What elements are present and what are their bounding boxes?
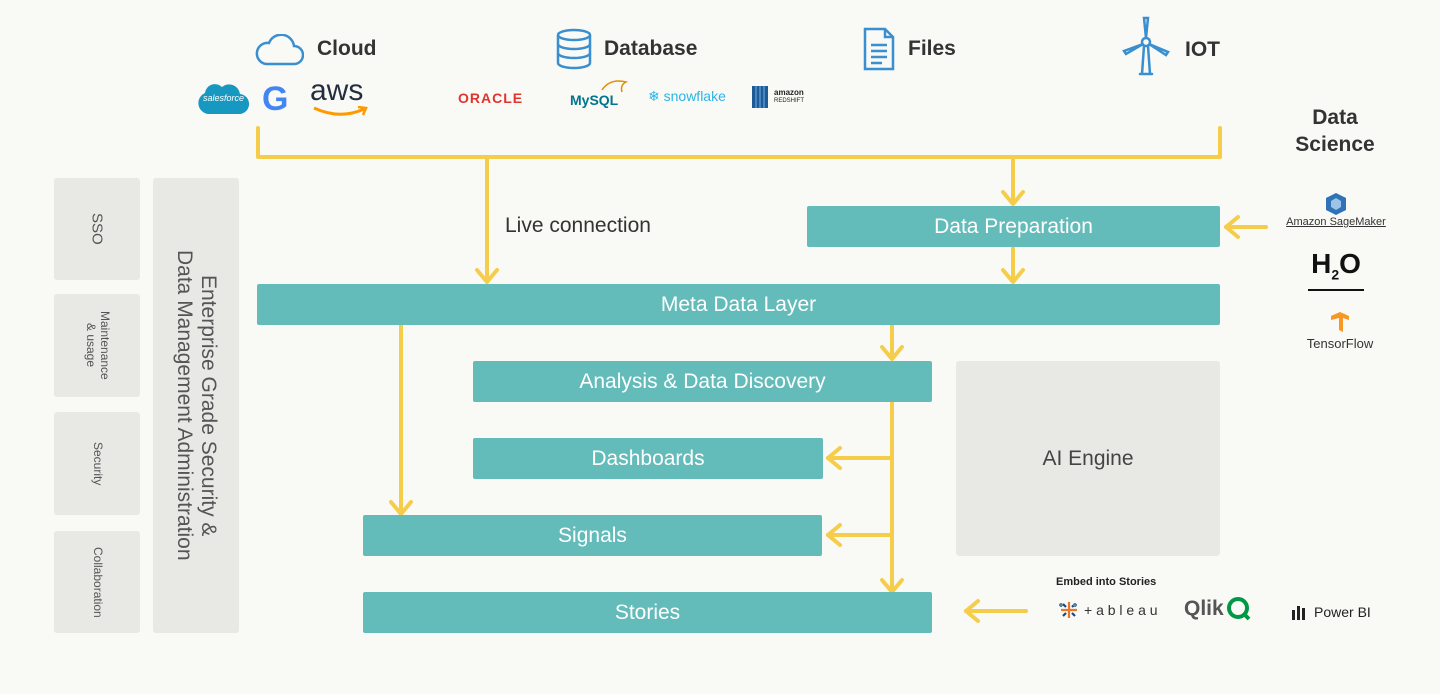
sagemaker-icon — [1326, 193, 1346, 215]
source-cloud-label: Cloud — [317, 37, 377, 60]
qlik-q-icon — [1226, 597, 1251, 621]
file-icon — [863, 27, 895, 71]
source-iot-label: IOT — [1185, 38, 1220, 61]
source-iot: IOT — [1118, 14, 1238, 78]
live-connection-label: Live connection — [505, 214, 651, 237]
salesforce-cloud-icon — [198, 84, 250, 115]
wind-turbine-icon — [1122, 16, 1170, 76]
admin-collaboration: Collaboration — [54, 531, 140, 633]
source-database-label: Database — [604, 37, 698, 60]
source-cloud: Cloud — [254, 30, 394, 70]
data-preparation-box: Data Preparation — [807, 206, 1220, 247]
aws-logo: aws — [310, 74, 374, 120]
database-icon — [556, 28, 592, 70]
mysql-logo: MySQL — [570, 76, 634, 110]
tensorflow-logo: TensorFlow — [1292, 312, 1388, 356]
embed-title: Embed into Stories — [1056, 576, 1157, 588]
source-database: Database — [555, 28, 725, 72]
google-logo: G — [262, 80, 289, 118]
dolphin-icon — [601, 80, 629, 93]
source-files: Files — [862, 26, 972, 72]
sagemaker-logo: Amazon SageMaker — [1282, 192, 1390, 232]
tableau-logo: + a b l e a u — [1058, 598, 1158, 622]
admin-maintenance: Maintenance & usage — [54, 294, 140, 397]
admin-sso: SSO — [54, 178, 140, 280]
data-science-title: Data Science — [1295, 106, 1375, 156]
redshift-icon — [752, 86, 768, 108]
admin-enterprise-panel: Enterprise Grade Security & Data Managem… — [153, 178, 239, 633]
source-files-label: Files — [908, 37, 956, 60]
qlik-logo: Qlik — [1184, 596, 1252, 622]
snowflake-logo: ❄ snowflake — [648, 88, 726, 104]
admin-security: Security — [54, 412, 140, 515]
dashboards-box: Dashboards — [473, 438, 823, 479]
cloud-icon — [255, 34, 304, 66]
tensorflow-icon — [1331, 312, 1349, 332]
snowflake-icon: ❄ — [648, 88, 660, 104]
aws-smile-icon — [313, 106, 368, 116]
oracle-logo: ORACLE — [458, 90, 524, 106]
salesforce-logo: salesforce — [196, 80, 250, 116]
h2o-logo: H2O — [1306, 248, 1366, 292]
analysis-box: Analysis & Data Discovery — [473, 361, 932, 402]
ai-engine-box: AI Engine — [956, 361, 1220, 556]
tableau-icon — [1059, 602, 1077, 618]
meta-data-layer-box: Meta Data Layer — [257, 284, 1220, 325]
amazon-redshift-logo: amazon REDSHIFT — [750, 84, 814, 112]
stories-box: Stories — [363, 592, 932, 633]
signals-box: Signals — [363, 515, 822, 556]
powerbi-icon — [1292, 606, 1305, 620]
powerbi-logo: Power BI — [1290, 601, 1371, 623]
